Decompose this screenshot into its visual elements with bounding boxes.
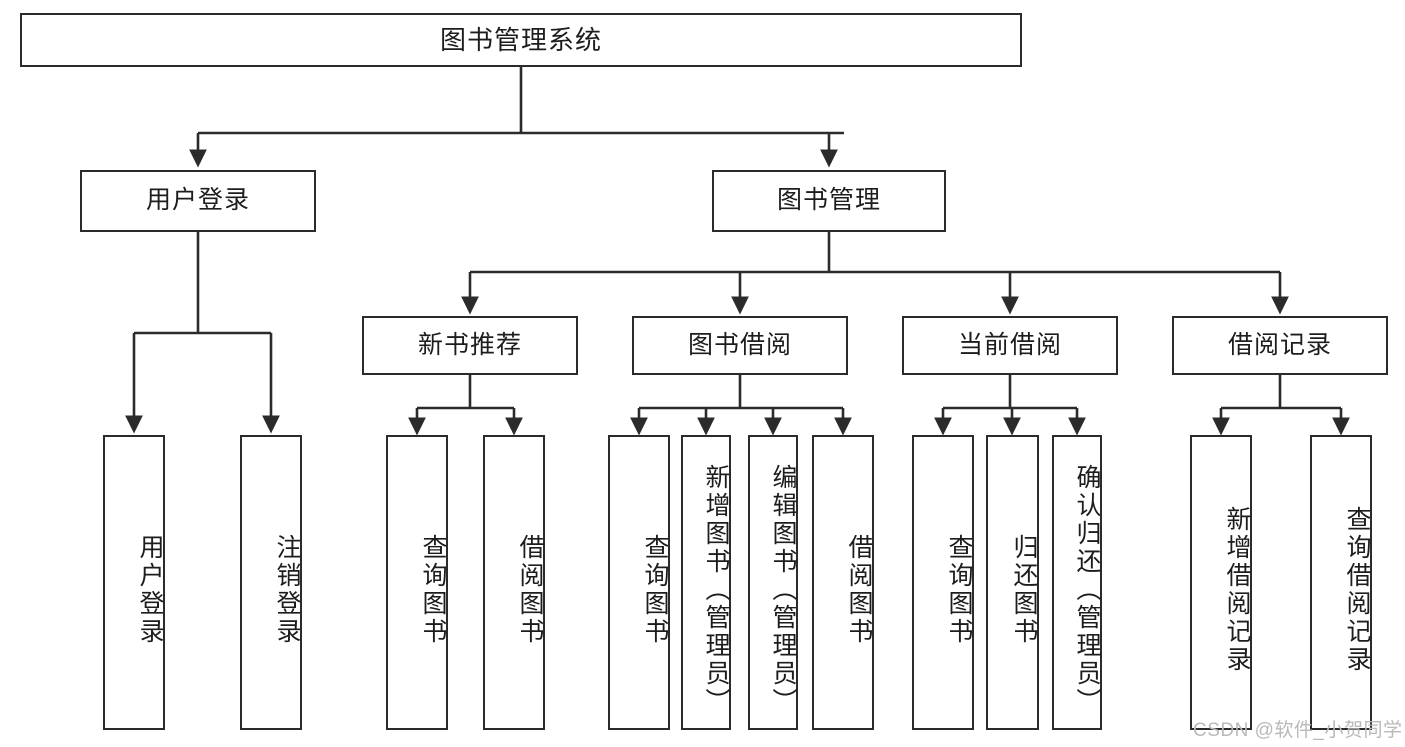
node-user-login-label: 用户登录 bbox=[145, 186, 250, 215]
node-leaf-add-book[interactable]: 新增图书（管理员） bbox=[681, 435, 731, 730]
node-leaf-query-book-2-label: 查询图书 bbox=[641, 533, 669, 646]
node-leaf-borrow-book-2-label: 借阅图书 bbox=[845, 533, 873, 646]
node-leaf-add-borrow-record-label: 新增借阅记录 bbox=[1223, 505, 1251, 674]
node-leaf-return-book[interactable]: 归还图书 bbox=[986, 435, 1039, 730]
node-leaf-add-borrow-record[interactable]: 新增借阅记录 bbox=[1190, 435, 1252, 730]
node-leaf-confirm-return-label: 确认归还（管理员） bbox=[1073, 463, 1101, 716]
node-leaf-user-login[interactable]: 用户登录 bbox=[103, 435, 165, 730]
node-leaf-user-login-label: 用户登录 bbox=[136, 533, 164, 646]
node-leaf-user-logout[interactable]: 注销登录 bbox=[240, 435, 302, 730]
node-leaf-borrow-book-1[interactable]: 借阅图书 bbox=[483, 435, 545, 730]
node-book-manage-label: 图书管理 bbox=[776, 186, 881, 215]
node-leaf-query-book-1-label: 查询图书 bbox=[419, 533, 447, 646]
node-leaf-return-book-label: 归还图书 bbox=[1010, 533, 1038, 646]
node-current-borrow[interactable]: 当前借阅 bbox=[902, 316, 1118, 375]
node-new-book-recommend[interactable]: 新书推荐 bbox=[362, 316, 578, 375]
node-leaf-query-book-3[interactable]: 查询图书 bbox=[912, 435, 974, 730]
node-new-book-recommend-label: 新书推荐 bbox=[417, 330, 522, 359]
node-book-manage[interactable]: 图书管理 bbox=[712, 170, 946, 232]
node-current-borrow-label: 当前借阅 bbox=[957, 330, 1062, 359]
node-borrow-record-label: 借阅记录 bbox=[1227, 330, 1332, 359]
node-book-borrow[interactable]: 图书借阅 bbox=[632, 316, 848, 375]
node-leaf-query-book-3-label: 查询图书 bbox=[945, 533, 973, 646]
node-leaf-add-book-label: 新增图书（管理员） bbox=[702, 463, 730, 716]
node-book-borrow-label: 图书借阅 bbox=[687, 330, 792, 359]
node-user-login[interactable]: 用户登录 bbox=[80, 170, 316, 232]
node-leaf-query-borrow-record[interactable]: 查询借阅记录 bbox=[1310, 435, 1372, 730]
node-leaf-confirm-return[interactable]: 确认归还（管理员） bbox=[1052, 435, 1102, 730]
node-borrow-record[interactable]: 借阅记录 bbox=[1172, 316, 1388, 375]
node-leaf-query-book-2[interactable]: 查询图书 bbox=[608, 435, 670, 730]
node-leaf-user-logout-label: 注销登录 bbox=[273, 533, 301, 646]
node-root-label: 图书管理系统 bbox=[439, 24, 602, 55]
node-leaf-edit-book[interactable]: 编辑图书（管理员） bbox=[748, 435, 798, 730]
node-leaf-query-book-1[interactable]: 查询图书 bbox=[386, 435, 448, 730]
node-leaf-edit-book-label: 编辑图书（管理员） bbox=[769, 463, 797, 716]
csdn-watermark: CSDN @软件_小贺同学 bbox=[1193, 720, 1403, 741]
node-leaf-query-borrow-record-label: 查询借阅记录 bbox=[1343, 505, 1371, 674]
node-leaf-borrow-book-2[interactable]: 借阅图书 bbox=[812, 435, 874, 730]
node-root[interactable]: 图书管理系统 bbox=[20, 13, 1022, 67]
node-leaf-borrow-book-1-label: 借阅图书 bbox=[516, 533, 544, 646]
